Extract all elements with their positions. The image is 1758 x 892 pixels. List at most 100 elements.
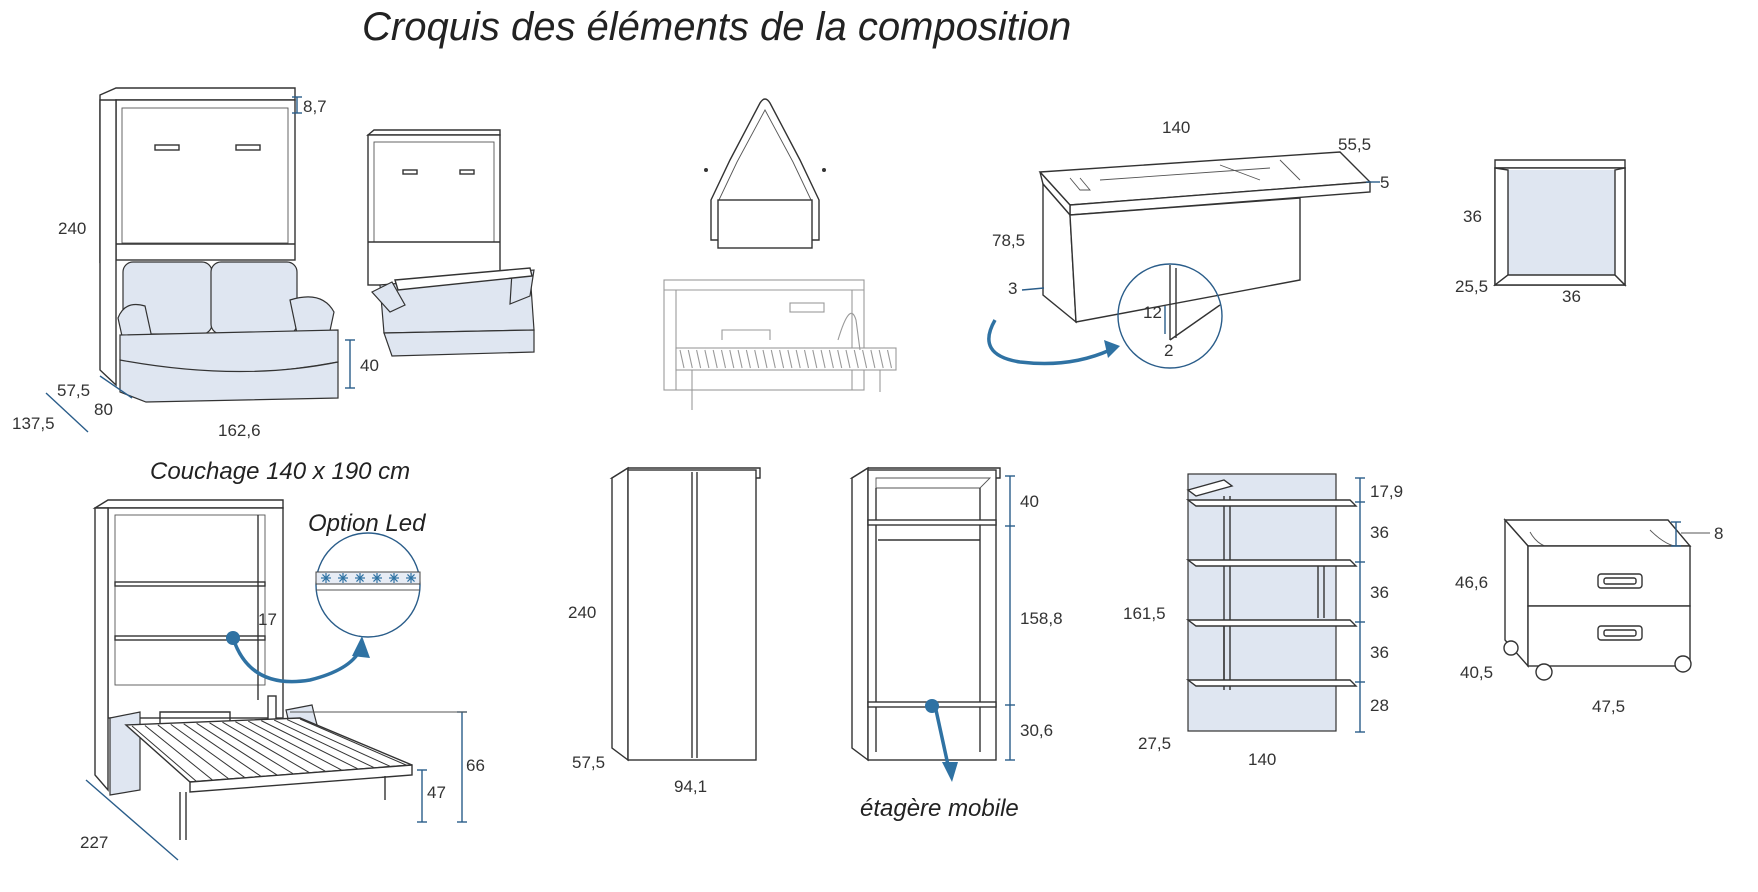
dim-open-length: 227 bbox=[80, 833, 108, 852]
bed-slat bbox=[235, 721, 326, 772]
dim-sofa-depth-c: 137,5 bbox=[12, 414, 55, 433]
grey-bed-slat bbox=[737, 349, 743, 369]
dim-drawer-width: 47,5 bbox=[1592, 697, 1625, 716]
bed-slat bbox=[196, 722, 278, 776]
led-icon bbox=[372, 573, 382, 583]
grey-bed-slat bbox=[704, 349, 710, 369]
page-title: Croquis des éléments de la composition bbox=[362, 5, 1071, 49]
dim-sofa-width: 162,6 bbox=[218, 421, 261, 440]
grey-bed-slat bbox=[729, 349, 735, 369]
wardrobe-open: 40 158,8 30,6 étagère mobile bbox=[849, 466, 1063, 822]
wardrobe-closed: 240 57,5 94,1 bbox=[568, 466, 761, 796]
bed-slat bbox=[286, 719, 391, 767]
bed-slat bbox=[222, 721, 310, 773]
grey-bed-slat bbox=[845, 349, 851, 369]
bed-slat bbox=[248, 720, 342, 771]
dim-desk-thickness: 5 bbox=[1380, 173, 1389, 192]
led-icon bbox=[389, 573, 399, 583]
dim-bookshelf-height: 161,5 bbox=[1123, 604, 1166, 623]
led-icon bbox=[338, 573, 348, 583]
bed-slat bbox=[183, 723, 261, 777]
bookshelf: 17,9 36 36 36 28 161,5 27,5 140 bbox=[1123, 473, 1403, 769]
grey-bed-slat bbox=[803, 349, 810, 369]
dim-bookshelf-s3: 36 bbox=[1370, 643, 1389, 662]
dim-wardrobe-middle: 158,8 bbox=[1020, 609, 1063, 628]
dim-bookshelf-bottom: 28 bbox=[1370, 696, 1389, 715]
led-icon bbox=[321, 573, 331, 583]
grey-bed-slat bbox=[837, 349, 843, 369]
cube-shelf: 36 25,5 36 bbox=[1455, 159, 1627, 306]
dim-desk-width: 140 bbox=[1162, 118, 1190, 137]
dim-cube-depth: 25,5 bbox=[1455, 277, 1488, 296]
dim-drawer-depth: 40,5 bbox=[1460, 663, 1493, 682]
grey-bed-slat bbox=[862, 349, 868, 369]
dim-sofa-height: 240 bbox=[58, 219, 86, 238]
sofa-wall-bed: 240 8,7 40 57,5 80 137,5 162,6 bbox=[12, 87, 379, 440]
dim-desk-detail-w: 2 bbox=[1164, 341, 1173, 360]
grey-bed-slat bbox=[679, 349, 685, 369]
dim-bookshelf-s1: 36 bbox=[1370, 523, 1389, 542]
detail-magnifier bbox=[1117, 263, 1223, 369]
grey-bed-slat bbox=[795, 349, 801, 369]
dim-wardrobe-height: 240 bbox=[568, 603, 596, 622]
grey-bed-slat bbox=[720, 349, 727, 369]
dim-open-shelf: 17 bbox=[258, 610, 277, 629]
caption-etagere-mobile: étagère mobile bbox=[860, 795, 1019, 822]
dim-bookshelf-depth: 27,5 bbox=[1138, 734, 1171, 753]
bed-slat bbox=[144, 725, 213, 781]
grey-bed-slat bbox=[787, 349, 793, 369]
grey-bed-slat bbox=[745, 349, 751, 369]
dim-wardrobe-width: 94,1 bbox=[674, 777, 707, 796]
dim-desk-depth: 55,5 bbox=[1338, 135, 1371, 154]
dim-desk-height: 78,5 bbox=[992, 231, 1025, 250]
dim-sofa-top: 8,7 bbox=[303, 97, 327, 116]
bed-slat bbox=[261, 720, 358, 770]
caption-couchage: Couchage 140 x 190 cm bbox=[150, 458, 410, 485]
sofa-bed-small bbox=[366, 129, 535, 357]
grey-bed-slat bbox=[886, 349, 893, 369]
grey-bed-slat bbox=[762, 349, 768, 369]
dim-bookshelf-width: 140 bbox=[1248, 750, 1276, 769]
grey-bed-slat bbox=[770, 349, 776, 369]
grey-bed-slat bbox=[779, 349, 785, 369]
grey-bed-slat bbox=[687, 349, 693, 369]
dim-drawer-top: 8 bbox=[1714, 524, 1723, 543]
grey-bed-slat bbox=[812, 349, 818, 369]
bed-slat bbox=[299, 718, 407, 766]
bed-slat bbox=[273, 719, 374, 768]
open-wall-bed: Couchage 140 x 190 cm 17 66 47 227 bbox=[80, 458, 485, 861]
dim-sofa-seat: 40 bbox=[360, 356, 379, 375]
dim-wardrobe-depth: 57,5 bbox=[572, 753, 605, 772]
grey-bed-slat bbox=[754, 349, 760, 369]
dim-desk-detail-h: 12 bbox=[1143, 303, 1162, 322]
bed-slat bbox=[131, 725, 197, 782]
grey-bed-slat bbox=[712, 349, 718, 369]
headboard-arch bbox=[704, 98, 826, 249]
dim-wardrobe-bottom: 30,6 bbox=[1020, 721, 1053, 740]
dim-sofa-depth-a: 57,5 bbox=[57, 381, 90, 400]
dim-bookshelf-top: 17,9 bbox=[1370, 482, 1403, 501]
grey-wall-bed-open bbox=[663, 279, 897, 410]
grey-bed-slat bbox=[853, 349, 859, 369]
dim-cube-height: 36 bbox=[1463, 207, 1482, 226]
grey-bed-slat bbox=[820, 349, 826, 369]
grey-bed-slat bbox=[878, 349, 884, 369]
dim-sofa-depth-b: 80 bbox=[94, 400, 113, 419]
dim-open-h66: 66 bbox=[466, 756, 485, 775]
drawer-unit: 8 46,6 40,5 47,5 bbox=[1455, 518, 1723, 716]
bed-slat bbox=[170, 723, 245, 778]
grey-bed-slat bbox=[696, 349, 702, 369]
dim-open-h47: 47 bbox=[427, 783, 446, 802]
dim-desk-side: 3 bbox=[1008, 279, 1017, 298]
dim-cube-width: 36 bbox=[1562, 287, 1581, 306]
led-icon bbox=[355, 573, 365, 583]
dim-drawer-height: 46,6 bbox=[1455, 573, 1488, 592]
grey-bed-slat bbox=[870, 349, 876, 369]
desk: 140 55,5 5 78,5 3 12 2 bbox=[987, 118, 1389, 369]
led-icon bbox=[406, 573, 416, 583]
grey-bed-slat bbox=[828, 349, 834, 369]
bed-slat bbox=[157, 724, 229, 779]
bed-slat bbox=[209, 722, 294, 775]
dim-bookshelf-s2: 36 bbox=[1370, 583, 1389, 602]
